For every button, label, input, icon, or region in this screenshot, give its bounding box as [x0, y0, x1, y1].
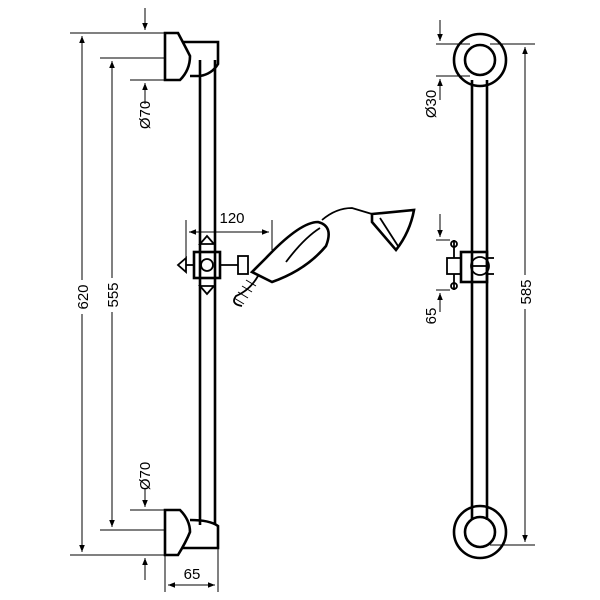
dimension-bracket-depth: 65	[164, 548, 219, 592]
dimension-bracket-spacing: 555	[100, 57, 165, 531]
dimension-rosette-diameter: Ø30	[423, 20, 470, 118]
dimension-holder-depth: 65	[423, 214, 450, 324]
slide-rail	[198, 60, 217, 525]
bracket-diameter-bottom-label: Ø70	[137, 462, 154, 490]
top-wall-bracket	[163, 31, 220, 82]
hand-shower	[249, 207, 416, 284]
dimension-bracket-diameter-top: Ø70	[130, 8, 165, 129]
front-view: 620 555 Ø70 Ø70 120	[70, 8, 416, 592]
rosette-spacing-label: 585	[518, 279, 535, 304]
bottom-wall-bracket	[163, 508, 220, 557]
dimension-holder-offset: 120	[185, 210, 273, 258]
sliding-holder	[176, 234, 249, 296]
bracket-diameter-top-label: Ø70	[137, 101, 154, 129]
side-rail	[470, 80, 489, 520]
bottom-rosette	[452, 504, 508, 560]
dimension-bracket-diameter-bottom: Ø70	[130, 462, 165, 580]
rosette-diameter-label: Ø30	[423, 90, 440, 118]
holder-depth-label: 65	[423, 308, 440, 325]
side-holder	[446, 240, 494, 290]
flexible-hose	[233, 275, 259, 307]
side-view: Ø30 585 65	[423, 20, 535, 560]
total-height-label: 620	[75, 284, 92, 309]
holder-offset-label: 120	[219, 210, 244, 227]
dimension-rosette-spacing: 585	[490, 43, 535, 546]
bracket-depth-label: 65	[184, 566, 201, 583]
dimension-total-height: 620	[70, 32, 165, 556]
top-rosette	[452, 32, 508, 88]
bracket-spacing-label: 555	[105, 282, 122, 307]
